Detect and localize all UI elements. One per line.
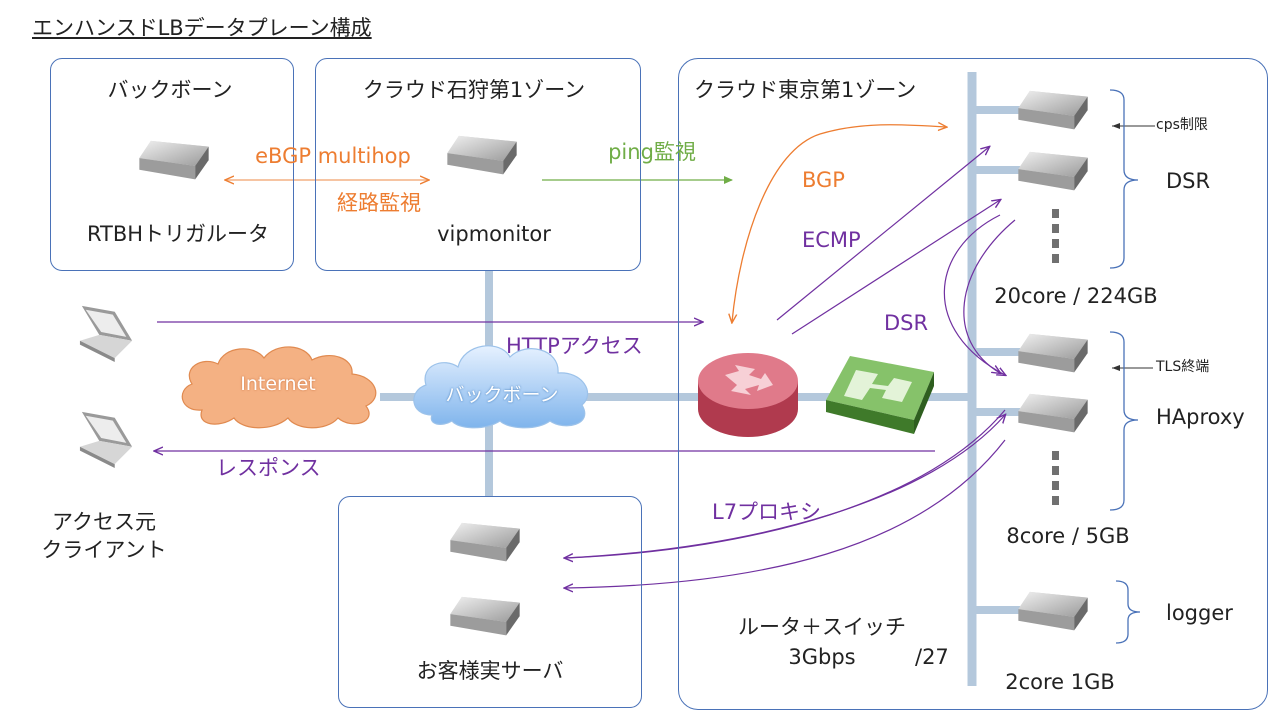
dsr-spec-label: 20core / 224GB: [994, 284, 1158, 308]
page-title: エンハンスドLBデータプレーン構成: [32, 16, 372, 40]
origin-label: お客様実サーバ: [416, 659, 564, 683]
l7-arrow-return: [564, 415, 1005, 559]
client-label-line1: アクセス元: [52, 510, 156, 534]
dsr-bracket: [1109, 89, 1139, 269]
backbone-group: [50, 58, 294, 271]
haproxy-server-2-icon: [1018, 393, 1088, 433]
client-request-laptop-icon: [79, 305, 133, 362]
vipmonitor-label: vipmonitor: [437, 222, 551, 246]
backbone-cloud-label: バックボーン: [445, 384, 559, 406]
l7-arrow-2: [565, 439, 1006, 588]
client-label-line2: クライアント: [41, 538, 167, 562]
route-monitor-label: 経路監視: [337, 191, 421, 215]
haproxy-spec-label: 8core / 5GB: [1006, 524, 1130, 548]
origin-group: [338, 496, 642, 708]
haproxy-more-dots: [1052, 451, 1059, 505]
dsr-group-label: DSR: [1166, 169, 1211, 193]
backbone-cloud: [413, 345, 588, 429]
ecmp-arrow-1: [776, 147, 989, 321]
vipmonitor-server-icon: [447, 135, 517, 175]
bgp-label: BGP: [802, 168, 845, 192]
logger-spec-label: 2core 1GB: [1005, 670, 1115, 694]
rtbh-router-server-icon: [139, 140, 209, 180]
backbone-group-title: バックボーン: [107, 78, 233, 102]
dsr-arrow-1: [943, 214, 1005, 375]
bandwidth-label: 3Gbps: [788, 645, 856, 669]
origin-server-2-icon: [450, 596, 520, 636]
router-switch-label: ルータ＋スイッチ: [738, 615, 906, 639]
logger-bracket: [1115, 580, 1141, 644]
haproxy-bracket: [1109, 331, 1139, 511]
logger-group-label: logger: [1166, 601, 1233, 625]
l7-label: L7プロキシ: [712, 500, 822, 524]
haproxy-group-label: HAproxy: [1156, 405, 1245, 429]
dsr-arrow-label: DSR: [884, 311, 929, 335]
subnet-label: /27: [915, 645, 949, 669]
ishikari-group-title: クラウド石狩第1ゾーン: [362, 78, 586, 102]
tls-label: TLS終端: [1156, 359, 1210, 375]
dsr-more-dots: [1052, 209, 1059, 263]
dsr-arrow-2: [963, 219, 1016, 373]
tokyo-group-title: クラウド東京第1ゾーン: [694, 78, 917, 102]
dsr-server-2-icon: [1018, 151, 1088, 191]
ishikari-group: [315, 58, 641, 271]
ebgp-label: eBGP multihop: [255, 144, 411, 168]
bgp-arrow: [732, 125, 946, 322]
cps-label: cps制限: [1156, 117, 1208, 133]
internet-cloud: [181, 346, 377, 429]
response-label: レスポンス: [216, 456, 321, 480]
haproxy-server-1-icon: [1018, 333, 1088, 373]
internet-label: Internet: [240, 373, 316, 395]
ecmp-label: ECMP: [802, 228, 861, 252]
origin-server-1-icon: [450, 522, 520, 562]
logger-server-icon: [1018, 591, 1088, 631]
switch-icon: [826, 356, 934, 434]
client-response-laptop-icon: [79, 411, 133, 468]
ping-label: ping監視: [608, 140, 696, 164]
dsr-server-1-icon: [1018, 90, 1088, 130]
rtbh-label: RTBHトリガルータ: [86, 222, 270, 246]
router-icon: [698, 353, 798, 437]
tokyo-group: [678, 58, 1268, 710]
ecmp-arrow-2: [791, 200, 1000, 335]
